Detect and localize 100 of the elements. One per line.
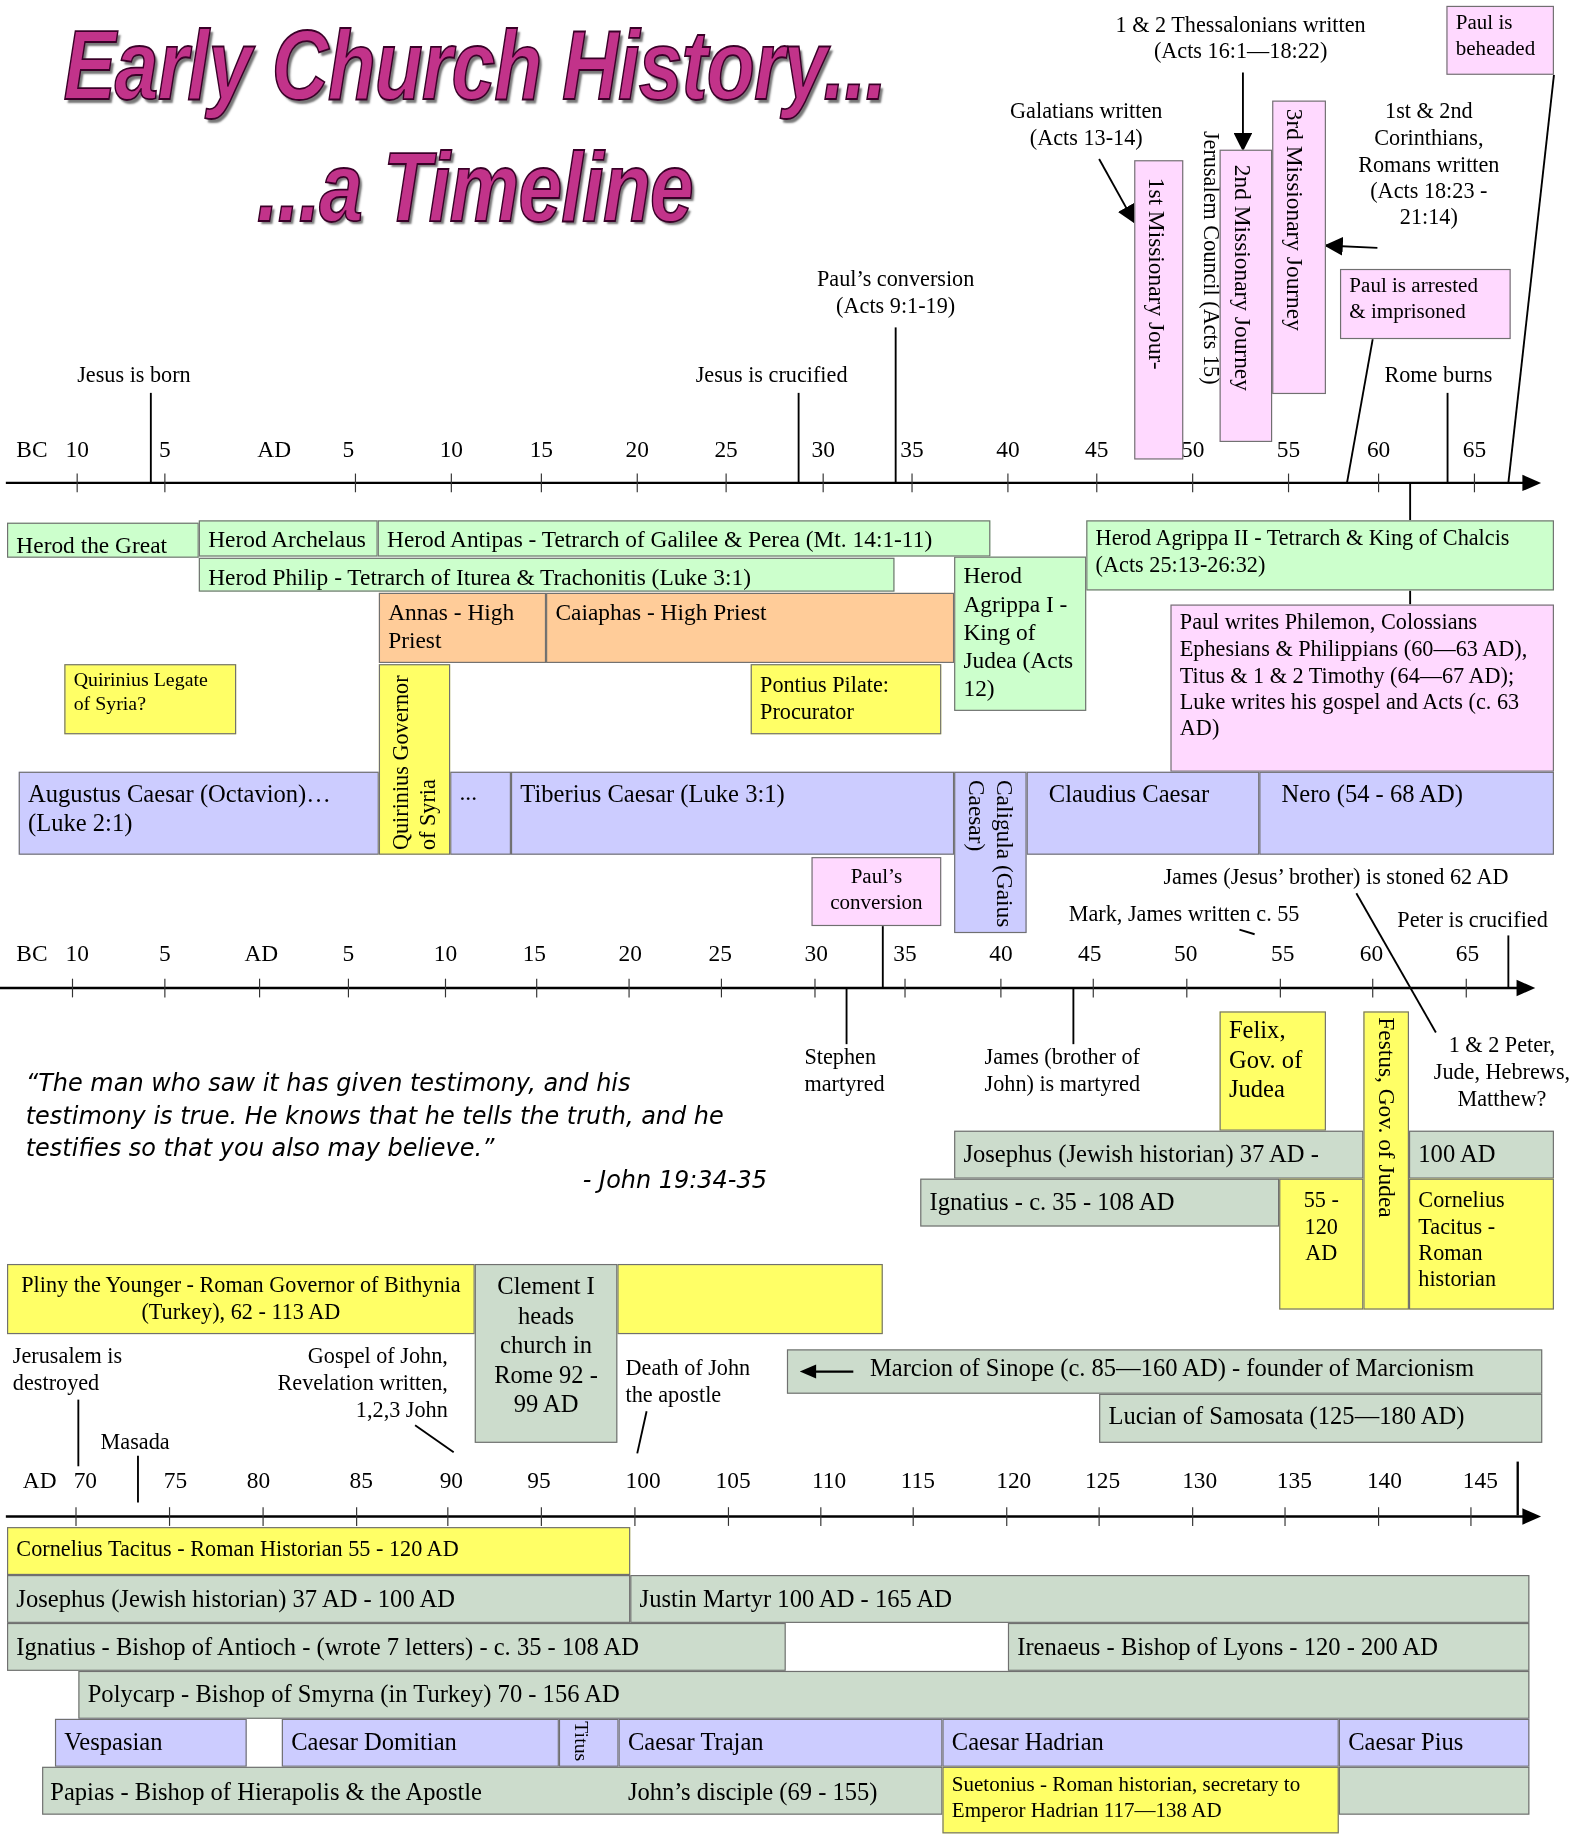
leader-line — [1072, 987, 1075, 1046]
axis-label: 105 — [714, 1466, 752, 1495]
timeline-bar — [920, 1178, 1280, 1227]
bar-label: John’s disciple (69 - 155) — [627, 1777, 879, 1807]
timeline-bar — [281, 1718, 559, 1767]
bar-label: Pliny the Younger - Roman Governor of Bithynia (Turkey), 62 - 113 AD — [20, 1272, 462, 1326]
event-label: Jesus is crucified — [695, 362, 883, 393]
leader-line — [1409, 481, 1412, 522]
timeline-bar — [1446, 5, 1554, 75]
timeline-bar — [546, 592, 955, 663]
event-label: 1st & 2nd Corinthians, Romans written (Acts 18:23 - 21:14) — [1340, 98, 1518, 248]
bar-label: Nero (54 - 68 AD) — [1281, 779, 1464, 810]
event-label: Stephen martyred — [804, 1044, 898, 1101]
leader-line — [414, 1424, 455, 1454]
timeline-bar — [377, 520, 991, 557]
axis-label: 15 — [528, 435, 555, 464]
timeline-bar — [630, 1575, 1530, 1623]
timeline-bar — [954, 556, 1087, 711]
bar-label: 100 AD — [1418, 1140, 1497, 1170]
bar-label: Cornelius Tacitus - Roman historian — [1418, 1186, 1506, 1294]
vertical-bar — [954, 771, 1027, 934]
bar-label: Papias - Bishop of Hierapolis & the Apostle — [50, 1777, 483, 1807]
leader-line — [1409, 589, 1412, 606]
timeline-bar — [510, 771, 955, 855]
bar-label: Paul is beheaded — [1455, 10, 1537, 61]
bar-label: Paul writes Philemon, Colossians Ephesians & Philippians (60—63 AD), Titus & 1 & 2 Timothy (64—67 AD); Luke writes his gospel and Acts (c. 63 AD) — [1179, 609, 1529, 743]
bar-label: Felix, Gov. of Judea — [1228, 1016, 1304, 1105]
timeline-bar — [786, 1349, 1543, 1394]
bar-label: Caiaphas - High Priest — [555, 597, 768, 626]
axis-label: 10 — [64, 939, 90, 967]
axis-label: 10 — [432, 939, 459, 967]
timeline-bar — [474, 1264, 618, 1443]
axis-label: AD — [244, 939, 275, 967]
bar-label: Cornelius Tacitus - Roman Historian 55 - 120 AD — [16, 1536, 460, 1563]
leader-line — [1346, 338, 1374, 484]
timeline-bar — [1219, 1011, 1326, 1131]
axis-label: 5 — [341, 435, 356, 464]
event-label: Death of John the apostle — [625, 1355, 769, 1412]
bar-label: 55 - 120 AD — [1302, 1186, 1340, 1267]
axis-label: 80 — [245, 1466, 272, 1495]
leader-line — [881, 925, 884, 989]
axis-label: 120 — [995, 1466, 1033, 1495]
timeline-bar — [618, 1718, 943, 1767]
axis-label: 50 — [1172, 939, 1199, 967]
vertical-label: 3rd Missionary Journey — [1281, 108, 1310, 331]
axis-label: 15 — [521, 939, 548, 967]
bar-label: Quirinius Legate of Syria? — [73, 668, 209, 717]
event-label: Mark, James written c. 55 — [1068, 901, 1322, 930]
timeline-bar — [1279, 1178, 1364, 1310]
timeline-bar — [7, 1575, 631, 1623]
event-label: Gospel of John, Revelation written, 1,2,3 John — [252, 1343, 448, 1426]
bar-label: Paul’s conversion — [829, 864, 924, 915]
timeline-bar — [198, 557, 895, 592]
axis-label: 30 — [803, 939, 829, 967]
timeline-bar — [7, 1264, 475, 1335]
bar-label: Josephus (Jewish historian) 37 AD - — [963, 1140, 1320, 1170]
timeline-bar — [18, 771, 379, 855]
axis-label: 55 — [1275, 435, 1302, 464]
vertical-bar — [1272, 100, 1326, 395]
event-label: Jerusalem is destroyed — [12, 1343, 130, 1400]
bar-label: Caesar Domitian — [291, 1728, 458, 1758]
timeline-bar — [1338, 1766, 1530, 1815]
axis-label: 5 — [158, 939, 172, 967]
axis-label: 40 — [988, 939, 1014, 967]
vertical-bar — [1363, 1011, 1409, 1310]
axis-label: 5 — [341, 939, 356, 967]
timeline-bar — [7, 1527, 631, 1575]
timeline-bar — [1007, 1622, 1530, 1671]
bar-label: Clement I heads church in Rome 92 - 99 AD — [493, 1272, 599, 1420]
axis-label: 5 — [158, 435, 172, 464]
event-label: 1 & 2 Peter, Jude, Hebrews, Matthew? — [1428, 1032, 1575, 1117]
axis-label: BC — [16, 939, 47, 967]
timeline-bar — [954, 1130, 1364, 1179]
bar-label: Lucian of Samosata (125—180 AD) — [1108, 1401, 1466, 1432]
event-label: James (Jesus’ brother) is stoned 62 AD — [1163, 864, 1547, 894]
leader-line — [77, 1398, 80, 1468]
bar-label: Caesar Trajan — [627, 1728, 765, 1758]
axis-label: 95 — [526, 1466, 552, 1495]
bar-label: Josephus (Jewish historian) 37 AD - 100 AD — [16, 1584, 456, 1614]
bar-label: Polycarp - Bishop of Smyrna (in Turkey) 70 - 156 AD — [87, 1680, 621, 1710]
event-label: 70 — [66, 1466, 105, 1495]
bar-label: Paul is arrested & imprisoned — [1349, 273, 1479, 325]
vertical-bar — [378, 664, 451, 855]
axis-label: 145 — [1461, 1466, 1499, 1495]
bar-label: Herod Agrippa I - King of Judea (Acts 12) — [963, 561, 1075, 702]
timeline-bar — [1026, 771, 1260, 855]
bar-label: Suetonius - Roman historian, secretary to Emperor Hadrian 117—138 AD — [951, 1772, 1302, 1824]
timeline-bar — [1170, 604, 1554, 772]
timeline-bar — [450, 771, 511, 855]
event-label: Rome burns — [1384, 362, 1516, 393]
bar-label: Herod Philip - Tetrarch of Iturea & Trachonitis (Luke 3:1) — [208, 562, 752, 591]
event-label: Galatians written (Acts 13-14) — [988, 98, 1185, 159]
leader-line — [137, 1454, 139, 1504]
timeline-bar — [7, 522, 199, 558]
bar-label: Ignatius - c. 35 - 108 AD — [929, 1188, 1176, 1218]
timeline-bar — [942, 1718, 1339, 1767]
bar-label: Marcion of Sinope (c. 85—160 AD) - founder of Marcionism — [869, 1354, 1476, 1384]
axis-label: 25 — [713, 435, 739, 464]
timeline-bar — [1338, 1718, 1530, 1767]
bar-label: Pontius Pilate: Procurator — [760, 672, 891, 726]
